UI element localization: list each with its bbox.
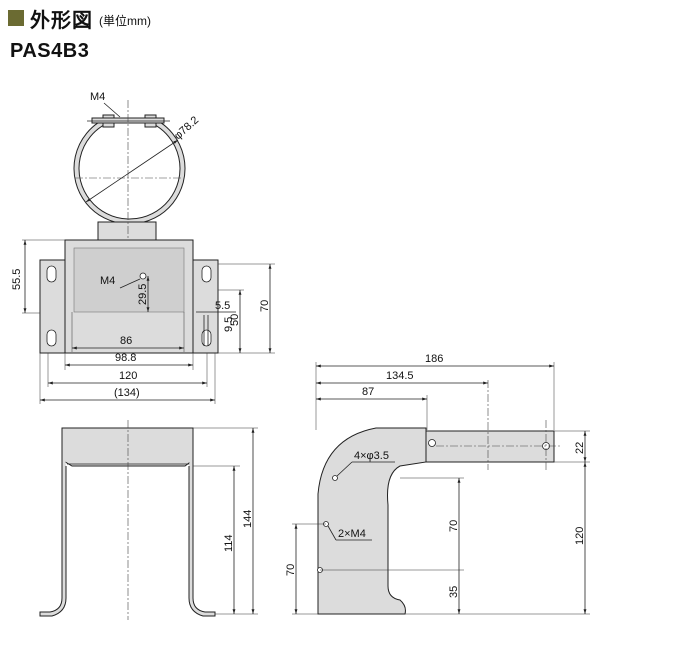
dim-70-left: 70	[285, 564, 297, 576]
dim-86: 86	[120, 335, 132, 347]
dim-70-inner: 70	[448, 520, 460, 532]
bottom-right-leg	[188, 428, 216, 617]
dim-70: 70	[259, 300, 271, 312]
dim-134: (134)	[114, 387, 140, 399]
dim-50: 50	[229, 314, 241, 326]
m4-leader	[103, 102, 121, 118]
front-bracket-face	[73, 247, 185, 313]
dim-186: 186	[425, 353, 443, 365]
dim-144: 144	[242, 510, 254, 528]
clamp-bolt-label: M4	[90, 91, 105, 103]
dim-114: 114	[223, 534, 235, 552]
side-arm	[425, 430, 555, 463]
dim-120: 120	[119, 370, 137, 382]
dim-134-5: 134.5	[386, 370, 414, 382]
bottom-view: 114 144	[39, 420, 258, 620]
dim-9-5: 9.5	[223, 317, 235, 332]
dim-35: 35	[448, 586, 460, 598]
bottom-bracket-top	[61, 427, 194, 467]
clamp-diameter-label: φ78.2	[172, 114, 201, 142]
m4-hole	[139, 272, 147, 280]
bottom-left-leg	[39, 428, 67, 617]
dim-120-side: 120	[574, 527, 586, 545]
header-swatch	[8, 10, 24, 26]
clamp-ring	[73, 114, 186, 241]
diameter-dim-line	[85, 139, 179, 203]
side-hole-label: 4×φ3.5	[354, 450, 389, 462]
model-name: PAS4B3	[10, 40, 90, 62]
section-header: 外形図 (単位mm)	[8, 4, 151, 32]
dim-22: 22	[574, 442, 586, 454]
dim-98-8: 98.8	[115, 352, 136, 364]
dim-87: 87	[362, 386, 374, 398]
hole-leader	[119, 278, 141, 289]
side-tap-label: 2×M4	[338, 528, 366, 540]
section-title: 外形図	[30, 9, 93, 32]
front-view: φ78.2 M4 M4 55.5 29.5 70 50	[11, 91, 275, 404]
dim-5-5: 5.5	[215, 300, 230, 312]
hole-label: M4	[100, 275, 115, 287]
side-bracket-body	[317, 427, 427, 615]
dim-55-5: 55.5	[11, 269, 23, 290]
unit-label: (単位mm)	[99, 13, 151, 28]
dim-29-5: 29.5	[137, 284, 149, 305]
side-view: 4×φ3.5 2×M4 186 134.5 87 22 120 70 35 70	[285, 353, 590, 615]
side-hole-top	[332, 475, 338, 481]
